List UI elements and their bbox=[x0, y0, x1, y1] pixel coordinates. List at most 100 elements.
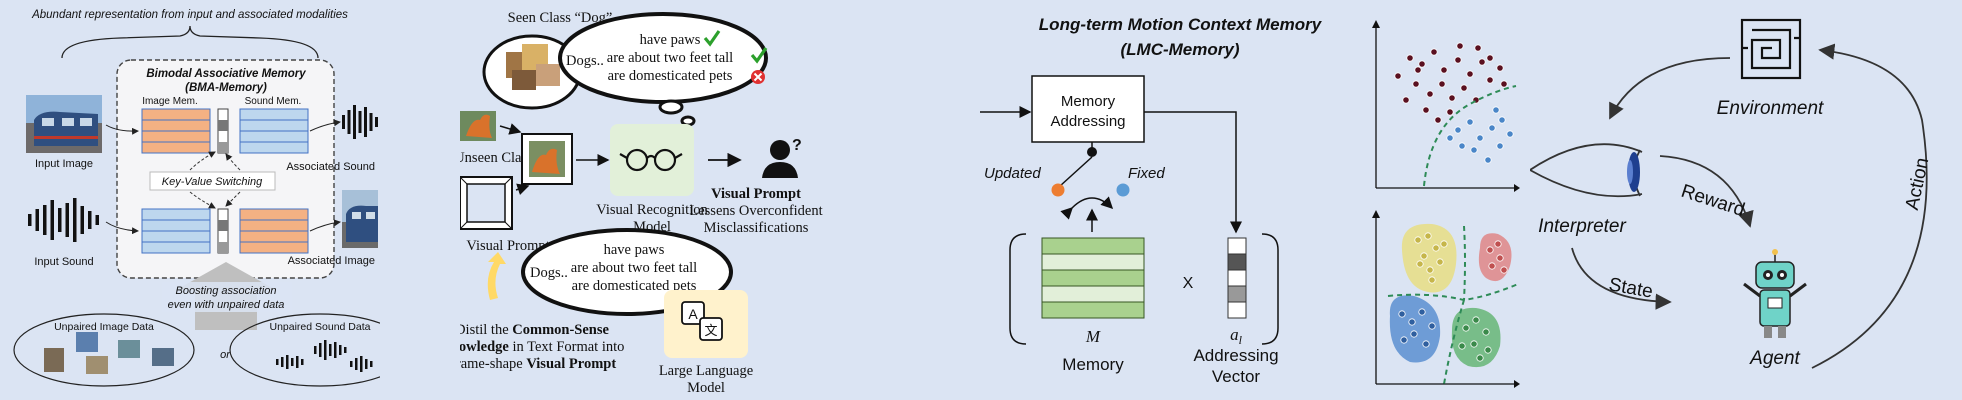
memory-addressing-label-2: Addressing bbox=[1050, 113, 1125, 130]
waveform-bar bbox=[319, 343, 322, 357]
scatter-dot bbox=[1458, 342, 1466, 350]
boost-label-1: Boosting association bbox=[176, 285, 277, 297]
unpaired-image-label: Unpaired Image Data bbox=[54, 321, 154, 333]
scatter-dot bbox=[1440, 66, 1448, 74]
visual-prompt-frame bbox=[460, 176, 513, 230]
addressing-vector bbox=[1227, 237, 1247, 319]
lmc-title-1: Long-term Motion Context Memory bbox=[1039, 15, 1323, 34]
vr-model-box bbox=[610, 124, 694, 196]
addressing-vector-label-1: Addressing bbox=[1193, 346, 1278, 365]
scatter-dot bbox=[1422, 340, 1430, 348]
input-image-label: Input Image bbox=[35, 158, 93, 170]
scatter-dot bbox=[1486, 76, 1494, 84]
translate-icon: A 文 bbox=[681, 301, 723, 341]
scatter-dot bbox=[1402, 96, 1410, 104]
addressing-vector-label-2: Vector bbox=[1212, 367, 1261, 386]
cloud-tail bbox=[658, 99, 684, 115]
scatter-dot bbox=[1416, 260, 1424, 268]
check-icon bbox=[703, 30, 721, 47]
seen-fact-3: are domesticated pets bbox=[608, 68, 733, 84]
scatter-dot bbox=[1420, 252, 1428, 260]
scatter-dot bbox=[1482, 328, 1490, 336]
memory-addressing-box bbox=[1031, 75, 1145, 143]
sound-mem-top bbox=[239, 108, 309, 154]
scatter-dot bbox=[1394, 72, 1402, 80]
scatter-dot bbox=[1438, 80, 1446, 88]
scatter-dot bbox=[1470, 340, 1478, 348]
sound-mem-label: Sound Mem. bbox=[245, 96, 302, 107]
scatter-dot bbox=[1456, 42, 1464, 50]
or-label: or bbox=[220, 349, 231, 361]
distil-line-1: Distil the Common-Sense bbox=[460, 322, 609, 338]
llm-fact-1: have paws bbox=[604, 242, 665, 258]
panel-bma-memory: Abundant representation from input and a… bbox=[0, 0, 380, 400]
scatter-dot bbox=[1448, 94, 1456, 102]
scatter-dot bbox=[1436, 258, 1444, 266]
scatter-dot bbox=[1496, 142, 1504, 150]
waveform-bar bbox=[334, 342, 337, 358]
scatter-dot bbox=[1484, 156, 1492, 164]
panel-rl-loop: Environment Action Reward Interpreter St… bbox=[1530, 0, 1962, 400]
agent-label: Agent bbox=[1749, 348, 1800, 369]
cloud-tail bbox=[680, 115, 696, 127]
waveform-bar bbox=[95, 215, 99, 225]
environment-label: Environment bbox=[1717, 98, 1824, 119]
llm-label-2: Model bbox=[687, 380, 725, 396]
left-bracket bbox=[1009, 233, 1027, 345]
waveform-bar bbox=[286, 355, 289, 369]
vp-title: Visual Prompt bbox=[711, 186, 801, 202]
associated-sound-waveform bbox=[342, 105, 378, 139]
scatter-dot bbox=[1486, 246, 1494, 254]
interpreter-label: Interpreter bbox=[1538, 216, 1626, 237]
times-symbol: X bbox=[1183, 275, 1194, 292]
scatter-dot bbox=[1506, 130, 1514, 138]
scatter-dot bbox=[1424, 232, 1432, 240]
kv-switching-box bbox=[149, 171, 276, 191]
seen-class-label: Seen Class “Dog” bbox=[508, 10, 613, 26]
bma-subtitle: (BMA-Memory) bbox=[185, 82, 267, 94]
boost-label-2: even with unpaired data bbox=[168, 299, 285, 311]
waveform-bar bbox=[28, 214, 32, 226]
scatter-plot-bottom bbox=[1372, 210, 1520, 388]
associated-image-label: Associated Image bbox=[288, 255, 375, 267]
waveform-bar bbox=[370, 361, 373, 367]
image-mem-label: Image Mem. bbox=[142, 96, 198, 107]
svg-text:?: ? bbox=[792, 137, 802, 154]
seen-dogs: Dogs.. bbox=[566, 53, 604, 69]
waveform-bar bbox=[350, 361, 353, 367]
waveform-bar bbox=[324, 340, 327, 360]
scatter-dot bbox=[1408, 318, 1416, 326]
unpaired-image-ellipse bbox=[13, 313, 195, 387]
scatter-dot bbox=[1400, 336, 1408, 344]
unpaired-sound-waveforms bbox=[276, 340, 373, 372]
fox-photo bbox=[460, 111, 496, 141]
waveform-bar bbox=[281, 357, 284, 367]
distil-arrow-icon bbox=[487, 252, 506, 300]
waveform-bar bbox=[35, 209, 39, 231]
llm-dogs: Dogs.. bbox=[530, 265, 568, 281]
scatter-dot bbox=[1406, 54, 1414, 62]
image-mem-top bbox=[141, 108, 211, 154]
scatter-dot bbox=[1430, 48, 1438, 56]
scatter-dot bbox=[1476, 134, 1484, 142]
fixed-label: Fixed bbox=[1128, 165, 1165, 182]
memory-symbol: M bbox=[1085, 327, 1101, 346]
top-brace bbox=[61, 25, 319, 59]
addressing-vector-symbol: al bbox=[1230, 325, 1243, 347]
vp-line-3: Misclassifications bbox=[704, 220, 809, 236]
waveform-bar bbox=[358, 111, 362, 133]
unpaired-sound-label: Unpaired Sound Data bbox=[270, 321, 371, 333]
scatter-dot bbox=[1466, 70, 1474, 78]
scatter-dot bbox=[1428, 276, 1436, 284]
scatter-dot bbox=[1494, 240, 1502, 248]
scatter-dot bbox=[1460, 84, 1468, 92]
waveform-bar bbox=[342, 115, 345, 129]
vp-line-2: Lessens Overconfident bbox=[689, 203, 822, 219]
scatter-dot bbox=[1474, 44, 1482, 52]
scatter-dot bbox=[1476, 354, 1484, 362]
updated-label: Updated bbox=[984, 165, 1041, 182]
input-image-thumbnail bbox=[26, 95, 102, 153]
visual-prompt-label: Visual Prompt bbox=[466, 238, 549, 254]
lmc-title-2: (LMC-Memory) bbox=[1121, 40, 1240, 59]
panel-lmc-memory: Long-term Motion Context Memory (LMC-Mem… bbox=[980, 0, 1330, 400]
